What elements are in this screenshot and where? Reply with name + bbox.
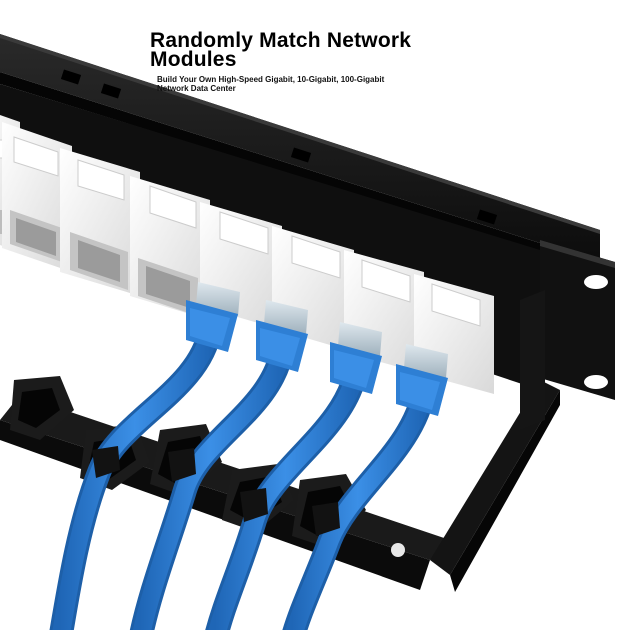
headline-line-1: Randomly Match Network <box>150 29 412 52</box>
headline: Randomly Match Network Modules <box>150 29 480 71</box>
rj45-plug <box>396 344 448 416</box>
subheadline: Build Your Own High-Speed Gigabit, 10-Gi… <box>157 75 385 93</box>
headline-line-2: Modules <box>150 48 237 71</box>
rj45-plug <box>186 282 240 352</box>
rj45-plug <box>256 300 308 372</box>
rj45-plug-group <box>186 282 448 416</box>
cable-clip-front-row <box>92 446 340 536</box>
keystone-jack <box>60 148 140 296</box>
cable-clip <box>10 376 74 440</box>
rj45-plug <box>330 322 382 394</box>
keystone-jack <box>2 122 72 272</box>
keystone-jack <box>130 176 210 320</box>
